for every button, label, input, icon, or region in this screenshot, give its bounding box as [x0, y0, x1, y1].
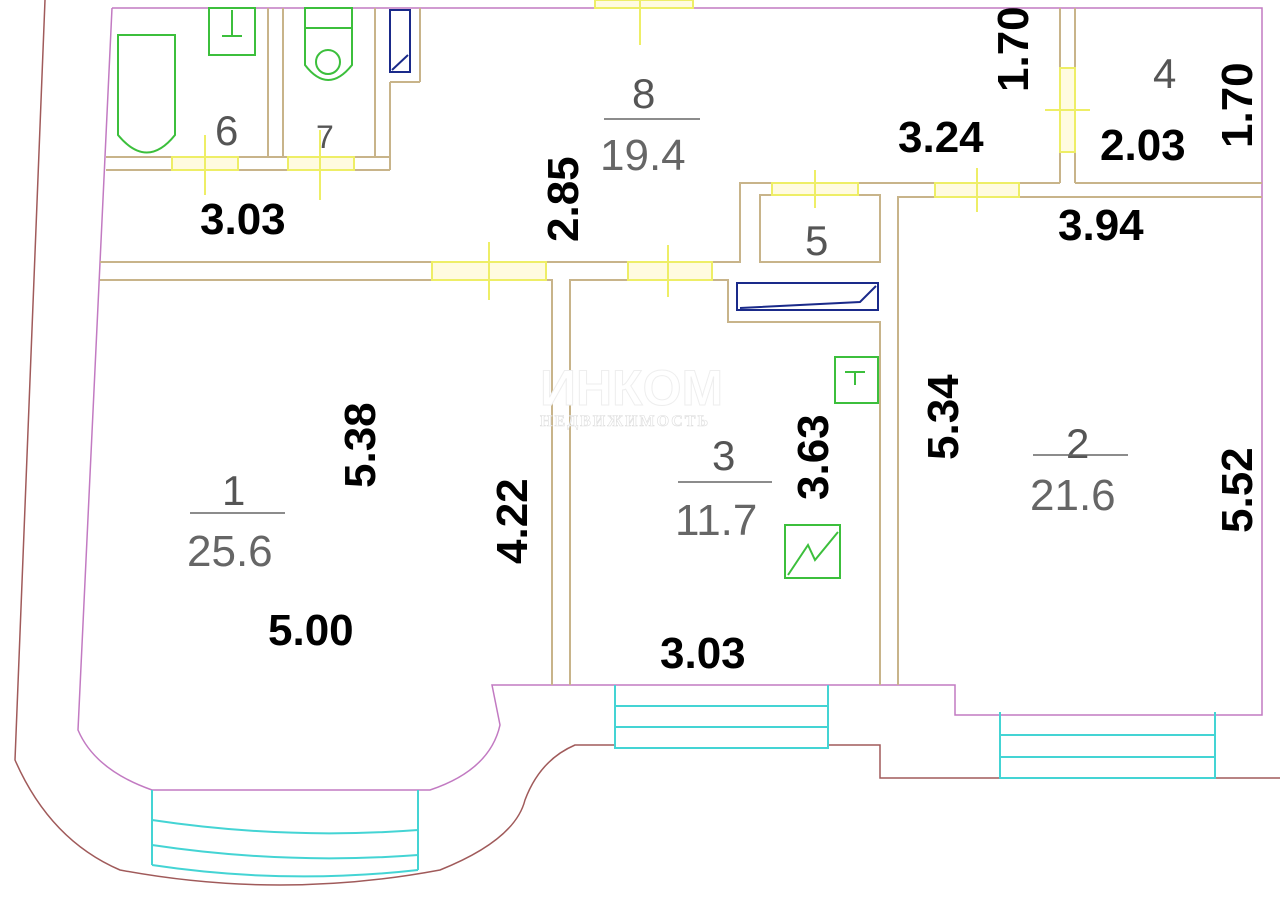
room-1-area: 25.6 [187, 527, 273, 576]
svg-text:ИНКОМ: ИНКОМ [540, 360, 723, 416]
doors [171, 0, 1090, 300]
room-labels: 6 7 8 19.4 4 5 1 25.6 3 11.7 2 21.6 [187, 50, 1176, 576]
toilet-icon [304, 7, 353, 81]
dim-room3-height: 3.63 [789, 414, 838, 500]
room-7-number: 7 [316, 119, 334, 155]
duct-icon [736, 282, 879, 311]
dim-room4-height-b: 1.70 [1213, 62, 1262, 148]
dimension-labels: 3.03 2.85 3.24 1.70 1.70 2.03 3.94 5.38 … [200, 6, 1262, 678]
dim-room4-height-a: 1.70 [989, 6, 1038, 92]
dim-room2-right: 5.52 [1213, 447, 1262, 533]
room-3-number: 3 [712, 432, 735, 479]
fixtures [117, 7, 879, 579]
dim-corridor-width: 3.03 [200, 195, 286, 244]
dim-room1-height: 5.38 [336, 402, 385, 488]
room-3-area: 11.7 [675, 496, 757, 545]
dim-room1-width: 5.00 [268, 606, 354, 655]
windows [151, 685, 1216, 878]
dim-room4-width: 2.03 [1100, 121, 1186, 170]
sink-icon [208, 7, 256, 56]
interior-walls [100, 8, 1262, 685]
room-8-area: 19.4 [600, 131, 686, 180]
dim-hall-width: 3.24 [898, 113, 984, 162]
dim-corridor-height: 2.85 [539, 156, 588, 242]
svg-text:НЕДВИЖИМОСТЬ: НЕДВИЖИМОСТЬ [540, 413, 710, 430]
room-2-number: 2 [1066, 420, 1089, 467]
stove-sink-icon [834, 356, 879, 404]
room-8-number: 8 [632, 70, 655, 117]
room-2-area: 21.6 [1030, 471, 1116, 520]
dim-room3-width: 3.03 [660, 629, 746, 678]
vent-icon [389, 9, 411, 73]
heater-icon [784, 524, 841, 579]
outer-walls [14, 0, 1280, 886]
room-6-number: 6 [215, 107, 238, 154]
room-4-number: 4 [1153, 50, 1176, 97]
room-1-number: 1 [222, 467, 245, 514]
watermark-logo: ИНКОМ НЕДВИЖИМОСТЬ [540, 360, 724, 431]
dim-room2-top: 3.94 [1058, 201, 1144, 250]
room-5-number: 5 [805, 217, 828, 264]
bathtub-icon [117, 34, 176, 154]
dim-room2-left: 5.34 [919, 374, 968, 460]
dim-room1-inner: 4.22 [488, 478, 537, 564]
